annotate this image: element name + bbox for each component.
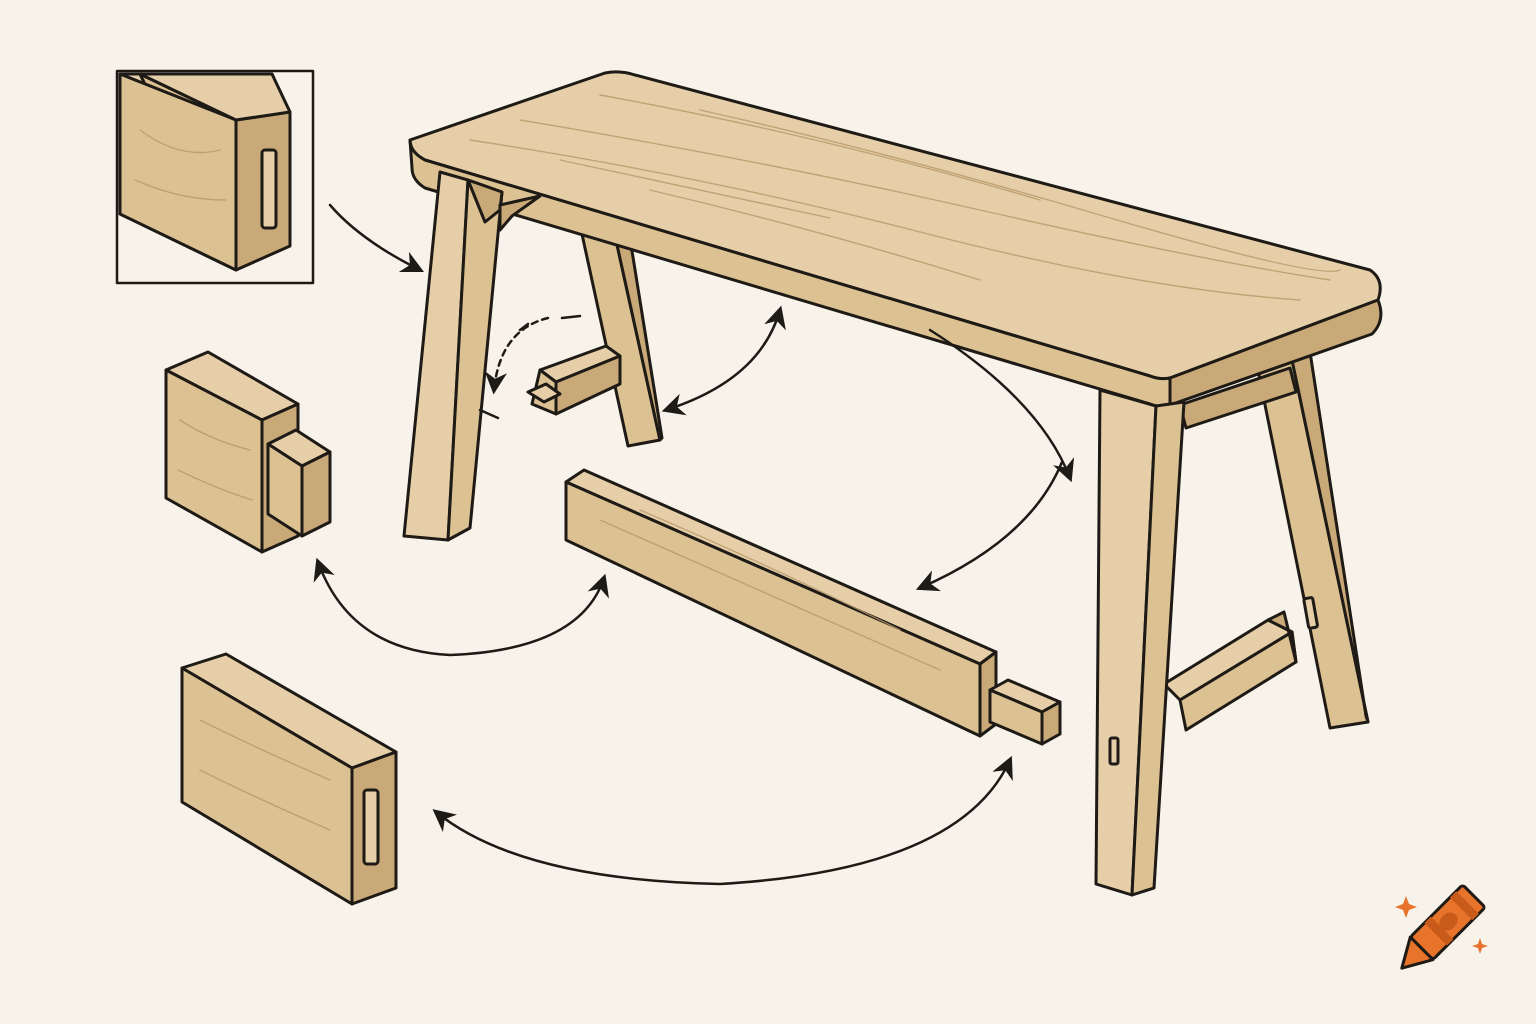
mortise-block	[180, 652, 398, 906]
bench-front-right-leg	[1094, 388, 1186, 897]
crayon-logo-icon	[1400, 884, 1486, 970]
inset-mortise-detail	[115, 69, 315, 285]
arrow-inset-to-leg	[328, 203, 425, 273]
arrow-small-tick	[478, 408, 500, 420]
stretcher-rail	[564, 468, 1062, 746]
tenon-block	[164, 350, 332, 554]
sparkle-icon	[1395, 896, 1417, 918]
arrow-tenon-to-rail	[313, 557, 609, 657]
arrow-dashed-rotation	[484, 316, 550, 395]
arrow-top-to-rail	[928, 328, 1075, 483]
sparkle-icon-small	[1472, 938, 1488, 954]
bench	[402, 70, 1383, 897]
bench-front-left-leg	[402, 170, 504, 542]
arrows	[313, 203, 1075, 886]
mortise-block-slot	[362, 788, 380, 866]
bench-lower-stretcher	[1162, 610, 1298, 732]
back-leg-mortise-slot	[1302, 596, 1319, 630]
arrow-rail-to-leg	[915, 460, 1064, 592]
bench-left-apron	[498, 194, 542, 232]
bench-seat-top	[408, 70, 1383, 408]
rotation-ticks	[518, 314, 582, 332]
arrow-leg-to-apron	[661, 305, 786, 416]
inset-mortise-slot	[260, 148, 278, 230]
front-leg-mortise-slot	[1108, 736, 1120, 766]
arrow-mortise-to-rail-tenon	[432, 755, 1013, 886]
bench-side-tenon	[526, 344, 622, 416]
